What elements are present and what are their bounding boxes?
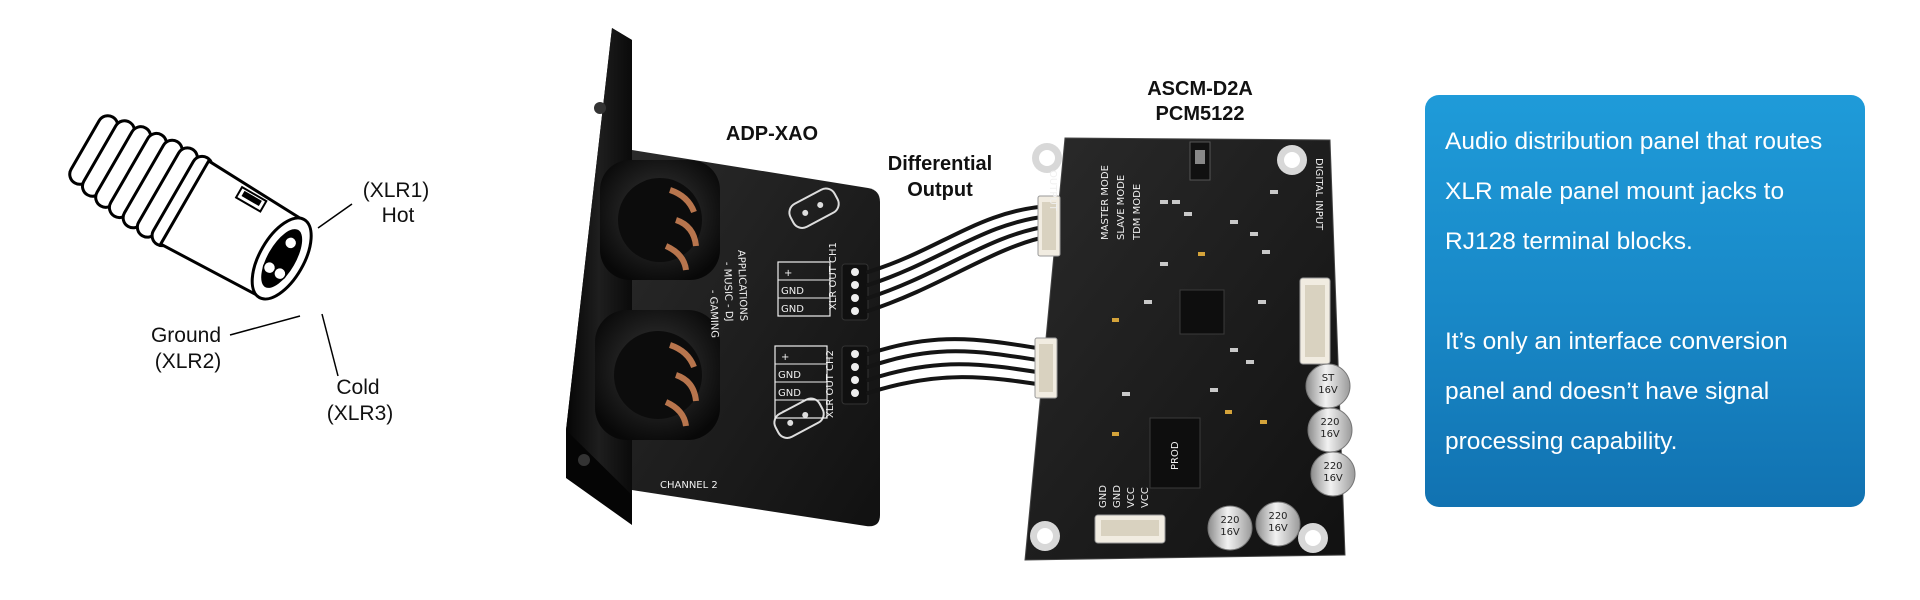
pcm5122-chip	[1179, 289, 1225, 335]
wire	[866, 224, 1052, 300]
pin-gnd-label: GND	[778, 370, 801, 381]
wires-label-line-2: Output	[907, 179, 973, 201]
digital-input-connector	[1299, 277, 1331, 365]
applications-line-2: - GAMING	[707, 290, 720, 339]
pin-gnd-label: GND	[781, 304, 804, 315]
capacitor-label: 16V	[1320, 429, 1340, 440]
output-connector	[1037, 195, 1061, 257]
capacitor: ST 16V	[1305, 363, 1351, 409]
wire	[866, 375, 1052, 395]
board-title-line-2: PCM5122	[1156, 103, 1245, 125]
pin-minus-label: -	[782, 406, 786, 417]
capacitor: 220 16V	[1255, 501, 1301, 547]
mode-label: TDM MODE	[1132, 184, 1143, 241]
cold-label-pin: (XLR3)	[327, 402, 394, 425]
terminal-block-ch2	[841, 345, 869, 405]
capacitor: 220 16V	[1310, 451, 1356, 497]
board-pcb	[1024, 137, 1346, 561]
mode-label: MASTER MODE	[1100, 165, 1111, 240]
pin-label: GND	[1112, 485, 1123, 508]
capacitor-label: 220	[1323, 461, 1342, 472]
plate-screw-hole	[594, 102, 606, 114]
regulator-chip	[1149, 417, 1201, 489]
smd-components	[1122, 190, 1278, 396]
pin-table-ch2: + GND GND - XLR OUT CH2	[774, 345, 836, 419]
terminal-block-ch1	[841, 263, 869, 321]
ground-label: Ground	[151, 324, 221, 347]
plate-screw-hole	[578, 454, 590, 466]
applications-line-1: - MUSIC - DJ	[721, 262, 734, 322]
silkscreen-xlr-plug-icon	[773, 397, 825, 439]
output-connector	[1034, 337, 1058, 399]
table-ch1-header: XLR OUT CH1	[828, 242, 839, 310]
cold-leader-line	[321, 313, 339, 377]
wire	[866, 204, 1052, 274]
capacitor-label: 220	[1220, 515, 1239, 526]
channel-label: CHANNEL 2	[660, 480, 718, 491]
info-paragraph-2: It’s only an interface conversion panel …	[1445, 328, 1788, 455]
xlr-jack-ch1	[600, 160, 720, 280]
cold-label: Cold	[336, 376, 379, 399]
ground-leader-line	[229, 315, 301, 336]
mode-label: SLAVE MODE	[1116, 175, 1127, 240]
pin-gnd-label: GND	[778, 388, 801, 399]
mounting-hole-icon	[1277, 145, 1307, 175]
pin-gnd-label: GND	[781, 286, 804, 297]
pin-plus-label: +	[781, 352, 789, 363]
capacitor-label: 16V	[1268, 523, 1288, 534]
pin-label: VCC	[1126, 487, 1137, 508]
pin-table-ch1: + GND GND XLR OUT CH1	[777, 242, 839, 317]
applications-label: APPLICATIONS	[735, 250, 748, 322]
info-paragraph-1: Audio distribution panel that routes XLR…	[1445, 128, 1823, 255]
wire	[866, 337, 1052, 356]
wire	[866, 349, 1052, 369]
pin-label: VCC	[1140, 487, 1151, 508]
capacitor-label: 220	[1268, 511, 1287, 522]
capacitor-label: 220	[1320, 417, 1339, 428]
adp-xao-panel: + GND GND XLR OUT CH1 + GND GND - XLR OU…	[566, 28, 880, 527]
differential-output-wires	[866, 204, 1052, 395]
output-label: OUTPUT	[1047, 170, 1058, 212]
power-connector	[1094, 514, 1166, 544]
capacitor-label: 16V	[1318, 385, 1338, 396]
panel-title: ADP-XAO	[726, 123, 818, 145]
wires-label-line-1: Differential	[888, 153, 992, 175]
wire	[866, 234, 1052, 313]
hot-leader-line	[317, 203, 353, 229]
xlr-connector-illustration: (XLR1) Hot Ground (XLR2) Cold (XLR3)	[68, 114, 430, 425]
pin-plus-label: +	[784, 268, 792, 279]
board-title-line-1: ASCM-D2A	[1147, 78, 1253, 100]
capacitor: 220 16V	[1307, 407, 1353, 453]
wire	[866, 214, 1052, 287]
mode-switch-knob	[1195, 150, 1205, 164]
silkscreen-xlr-plug-icon	[788, 187, 840, 229]
prod-label: PROD	[1170, 441, 1181, 470]
mounting-hole-icon	[1032, 143, 1062, 173]
pin-label: GND	[1098, 485, 1109, 508]
capacitor-label: 16V	[1220, 527, 1240, 538]
hot-label: Hot	[382, 204, 415, 227]
capacitor-label: 16V	[1323, 473, 1343, 484]
table-ch2-header: XLR OUT CH2	[825, 350, 836, 418]
ascm-d2a-board: ASCM-D2A PCM5122 PROD	[1024, 78, 1356, 561]
smd-components	[1112, 252, 1267, 436]
xlr-jack-ch2	[595, 310, 720, 440]
xlr-plug-icon	[68, 114, 313, 301]
hot-label-pin: (XLR1)	[363, 179, 430, 202]
info-box: Audio distribution panel that routes XLR…	[1425, 95, 1865, 507]
mounting-hole-icon	[1298, 523, 1328, 553]
digital-input-label: DIGITAL INPUT	[1313, 158, 1324, 231]
capacitor: 220 16V	[1207, 505, 1253, 551]
wire	[866, 362, 1052, 382]
capacitor-label: ST	[1322, 373, 1335, 384]
mounting-hole-icon	[1030, 521, 1060, 551]
ground-label-pin: (XLR2)	[155, 350, 222, 373]
